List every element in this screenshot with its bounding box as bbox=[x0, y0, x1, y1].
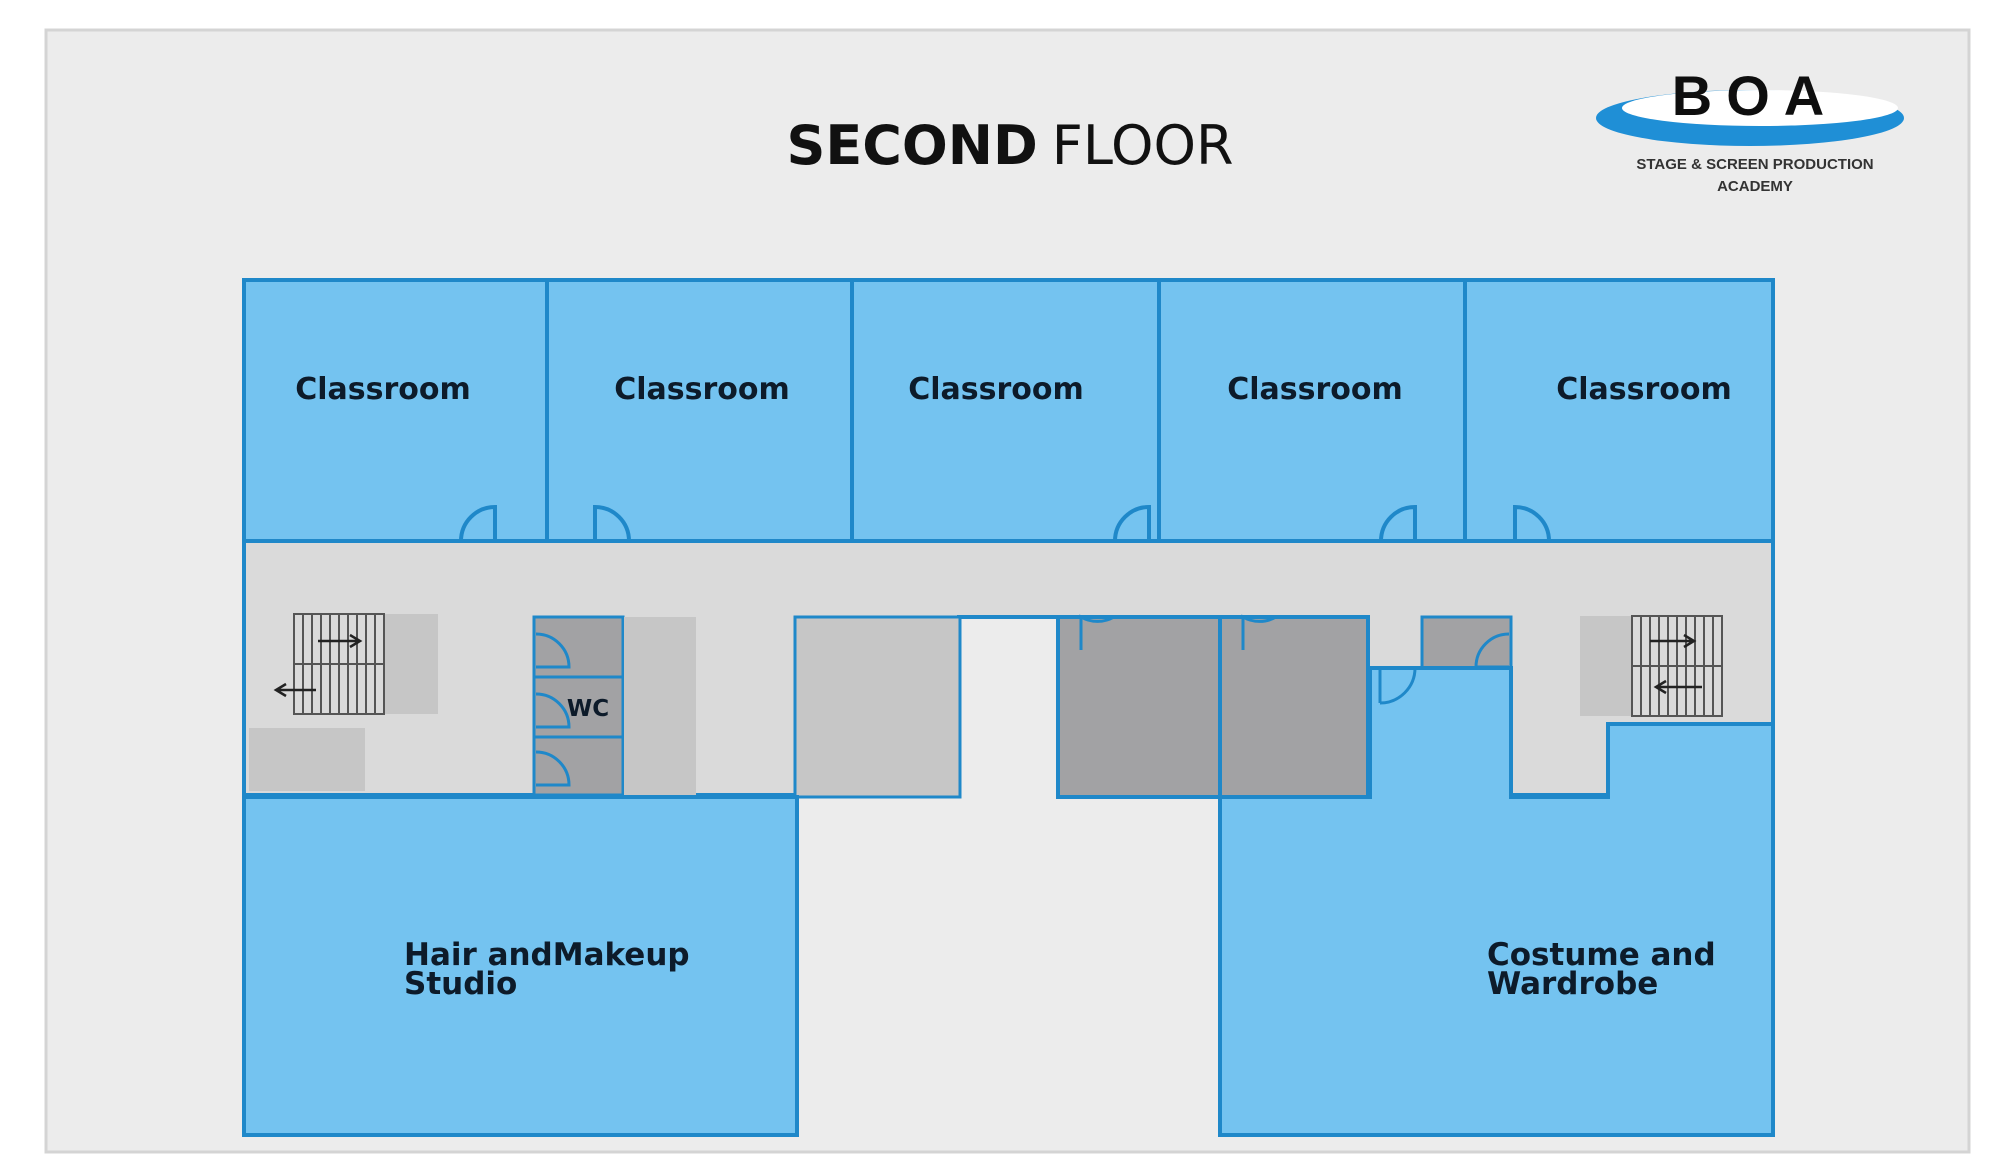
arrow-left-icon bbox=[273, 682, 316, 698]
stairs-tread-lines bbox=[294, 614, 384, 714]
classroom-1-label: Classroom bbox=[295, 372, 471, 407]
classroom-5-label: Classroom bbox=[1556, 372, 1732, 407]
costume-label-line2: Wardrobe bbox=[1487, 966, 1658, 1002]
boa-logo: BOA STAGE & SCREEN PRODUCTION ACADEMY bbox=[1596, 64, 1904, 195]
door-icon bbox=[1513, 504, 1551, 542]
classroom-row: Classroom Classroom Classroom Classroom … bbox=[242, 278, 1775, 543]
service-room bbox=[1218, 615, 1370, 799]
arrow-right-icon bbox=[318, 633, 363, 649]
classroom-doors bbox=[459, 504, 1551, 542]
storage-room bbox=[793, 615, 962, 799]
door-icon bbox=[593, 504, 631, 542]
arrow-left-icon bbox=[1653, 679, 1702, 695]
classroom-3-label: Classroom bbox=[908, 372, 1084, 407]
wc-left-label: WC bbox=[567, 696, 609, 722]
floor-title-light: FLOOR bbox=[1052, 114, 1234, 177]
door-icon bbox=[1379, 504, 1417, 542]
door-icon bbox=[1378, 667, 1417, 705]
door-icon bbox=[535, 750, 571, 787]
classroom-4 bbox=[1157, 278, 1467, 543]
classroom-5 bbox=[1463, 278, 1775, 543]
logo-subtitle-line1: STAGE & SCREEN PRODUCTION bbox=[1636, 156, 1873, 173]
door-icon bbox=[1113, 504, 1151, 542]
arrow-right-icon bbox=[1650, 633, 1697, 649]
classroom-2 bbox=[545, 278, 854, 543]
door-icon bbox=[1079, 614, 1115, 650]
classroom-2-label: Classroom bbox=[614, 372, 790, 407]
door-icon bbox=[459, 504, 497, 542]
floor-title-bold: SECOND bbox=[786, 114, 1037, 177]
courtyard-void bbox=[961, 617, 1056, 797]
classroom-3 bbox=[850, 278, 1161, 543]
logo-swoosh-inner bbox=[1622, 90, 1898, 126]
stairs-tread-lines bbox=[1632, 616, 1722, 716]
stairs-right bbox=[1580, 615, 1723, 717]
costume-wardrobe: Costume and Wardrobe bbox=[1218, 666, 1775, 1137]
door-icon bbox=[1474, 632, 1510, 669]
logo-wordmark: BOA bbox=[1672, 64, 1838, 127]
courtyard-lower bbox=[797, 797, 1219, 1135]
hair-makeup-room bbox=[242, 795, 799, 1137]
wc-left: WC bbox=[532, 615, 696, 797]
hair-makeup-studio: Hair andMakeup Studio bbox=[242, 795, 799, 1137]
stairs-landing bbox=[385, 614, 438, 714]
stairs-left bbox=[249, 613, 438, 791]
stairs-landing bbox=[1580, 616, 1632, 716]
hair-makeup-label-line1: Hair andMakeup bbox=[404, 937, 690, 973]
door-icon bbox=[535, 692, 571, 729]
logo-subtitle-line2: ACADEMY bbox=[1717, 178, 1793, 195]
costume-label-line1: Costume and bbox=[1487, 937, 1716, 973]
service-block bbox=[624, 617, 696, 795]
classroom-4-label: Classroom bbox=[1227, 372, 1403, 407]
service-room bbox=[1056, 615, 1222, 799]
costume-wardrobe-room bbox=[1218, 666, 1775, 1137]
classroom-1 bbox=[242, 278, 549, 543]
hair-makeup-label-line2: Studio bbox=[404, 966, 517, 1002]
service-block bbox=[249, 728, 365, 791]
door-icon bbox=[1241, 614, 1277, 650]
center-service-rooms bbox=[1056, 614, 1370, 799]
door-icon bbox=[535, 632, 571, 669]
